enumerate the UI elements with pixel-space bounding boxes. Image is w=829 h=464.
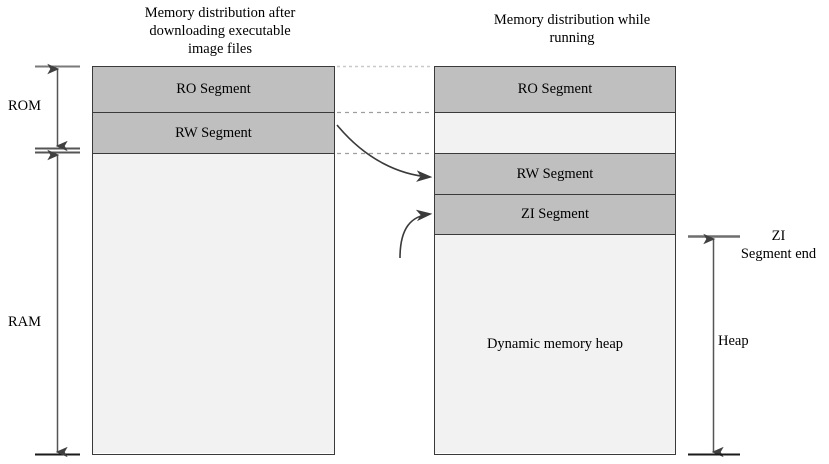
bracket-label-heap: Heap <box>718 333 749 349</box>
left-segment-free <box>93 154 334 453</box>
rom-bracket <box>35 63 80 152</box>
bracket-label-ram: RAM <box>8 314 42 330</box>
left-column-title: Memory distribution after downloading ex… <box>144 5 296 57</box>
alignment-guides <box>337 65 433 155</box>
right-segment-ro: RO Segment <box>435 67 675 113</box>
left-segment-rw: RW Segment <box>93 113 334 154</box>
right-segment-gap <box>435 113 675 154</box>
right-column-title: Memory distribution while running <box>493 12 651 46</box>
bracket-label-zi-segment-end: ZI Segment end <box>740 228 817 262</box>
run-view-memory-column: RO Segment RW Segment ZI Segment Dynamic… <box>434 66 676 455</box>
load-view-memory-column: RO Segment RW Segment <box>92 66 335 455</box>
arrow-rw-relocation <box>336 124 433 182</box>
right-segment-zi: ZI Segment <box>435 195 675 235</box>
right-segment-rw: RW Segment <box>435 154 675 195</box>
left-segment-ro: RO Segment <box>93 67 334 113</box>
arrow-zi-creation <box>399 209 433 259</box>
bracket-label-rom: ROM <box>8 98 42 114</box>
ram-bracket <box>35 149 80 458</box>
right-segment-heap: Dynamic memory heap <box>435 235 675 453</box>
